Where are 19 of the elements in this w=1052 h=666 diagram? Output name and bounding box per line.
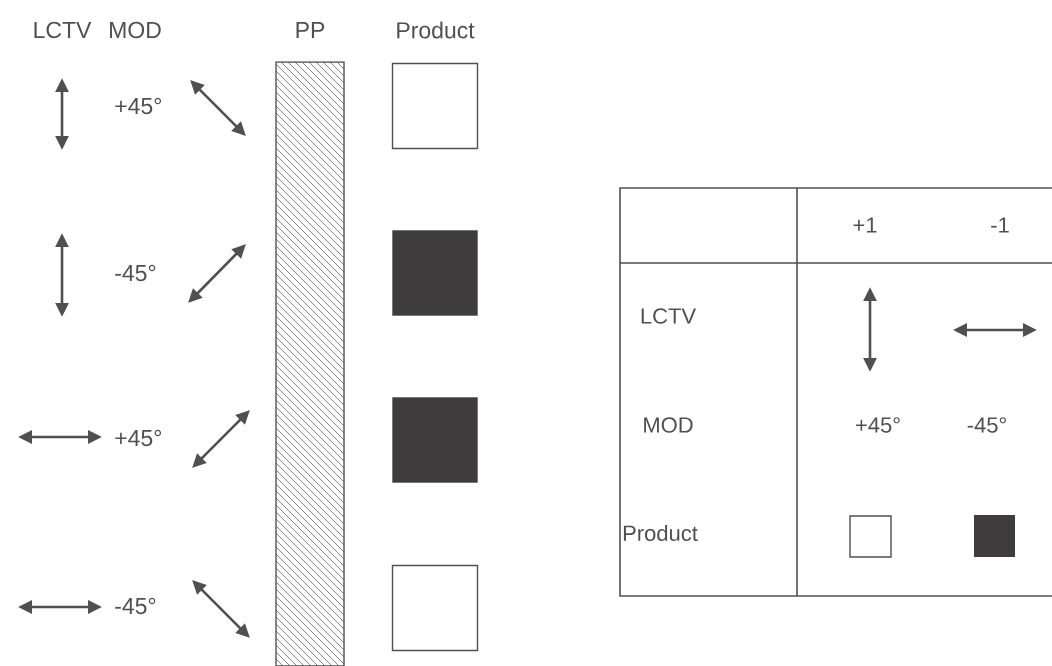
solid-square <box>392 230 478 316</box>
table-cell: +1 <box>853 217 877 233</box>
column-heading: LCTV <box>34 21 92 39</box>
angle-label: -45° <box>115 264 156 282</box>
open-square <box>391 62 479 150</box>
column-heading: MOD <box>110 21 161 39</box>
open-square <box>391 564 479 652</box>
table-cell: MOD <box>644 417 693 433</box>
column-heading: Product <box>397 21 475 39</box>
angle-label: -45° <box>115 597 156 615</box>
table-cell: LCTV <box>641 308 697 324</box>
table-cell: Product <box>623 524 698 542</box>
angle-label: +45° <box>115 429 162 447</box>
angle-label: +45° <box>115 97 162 115</box>
table-cell: -45° <box>967 417 1006 433</box>
solid-square <box>392 397 478 483</box>
column-heading: PP <box>296 22 325 38</box>
table-cell: -1 <box>991 217 1009 233</box>
table-cell: +45° <box>856 417 900 433</box>
